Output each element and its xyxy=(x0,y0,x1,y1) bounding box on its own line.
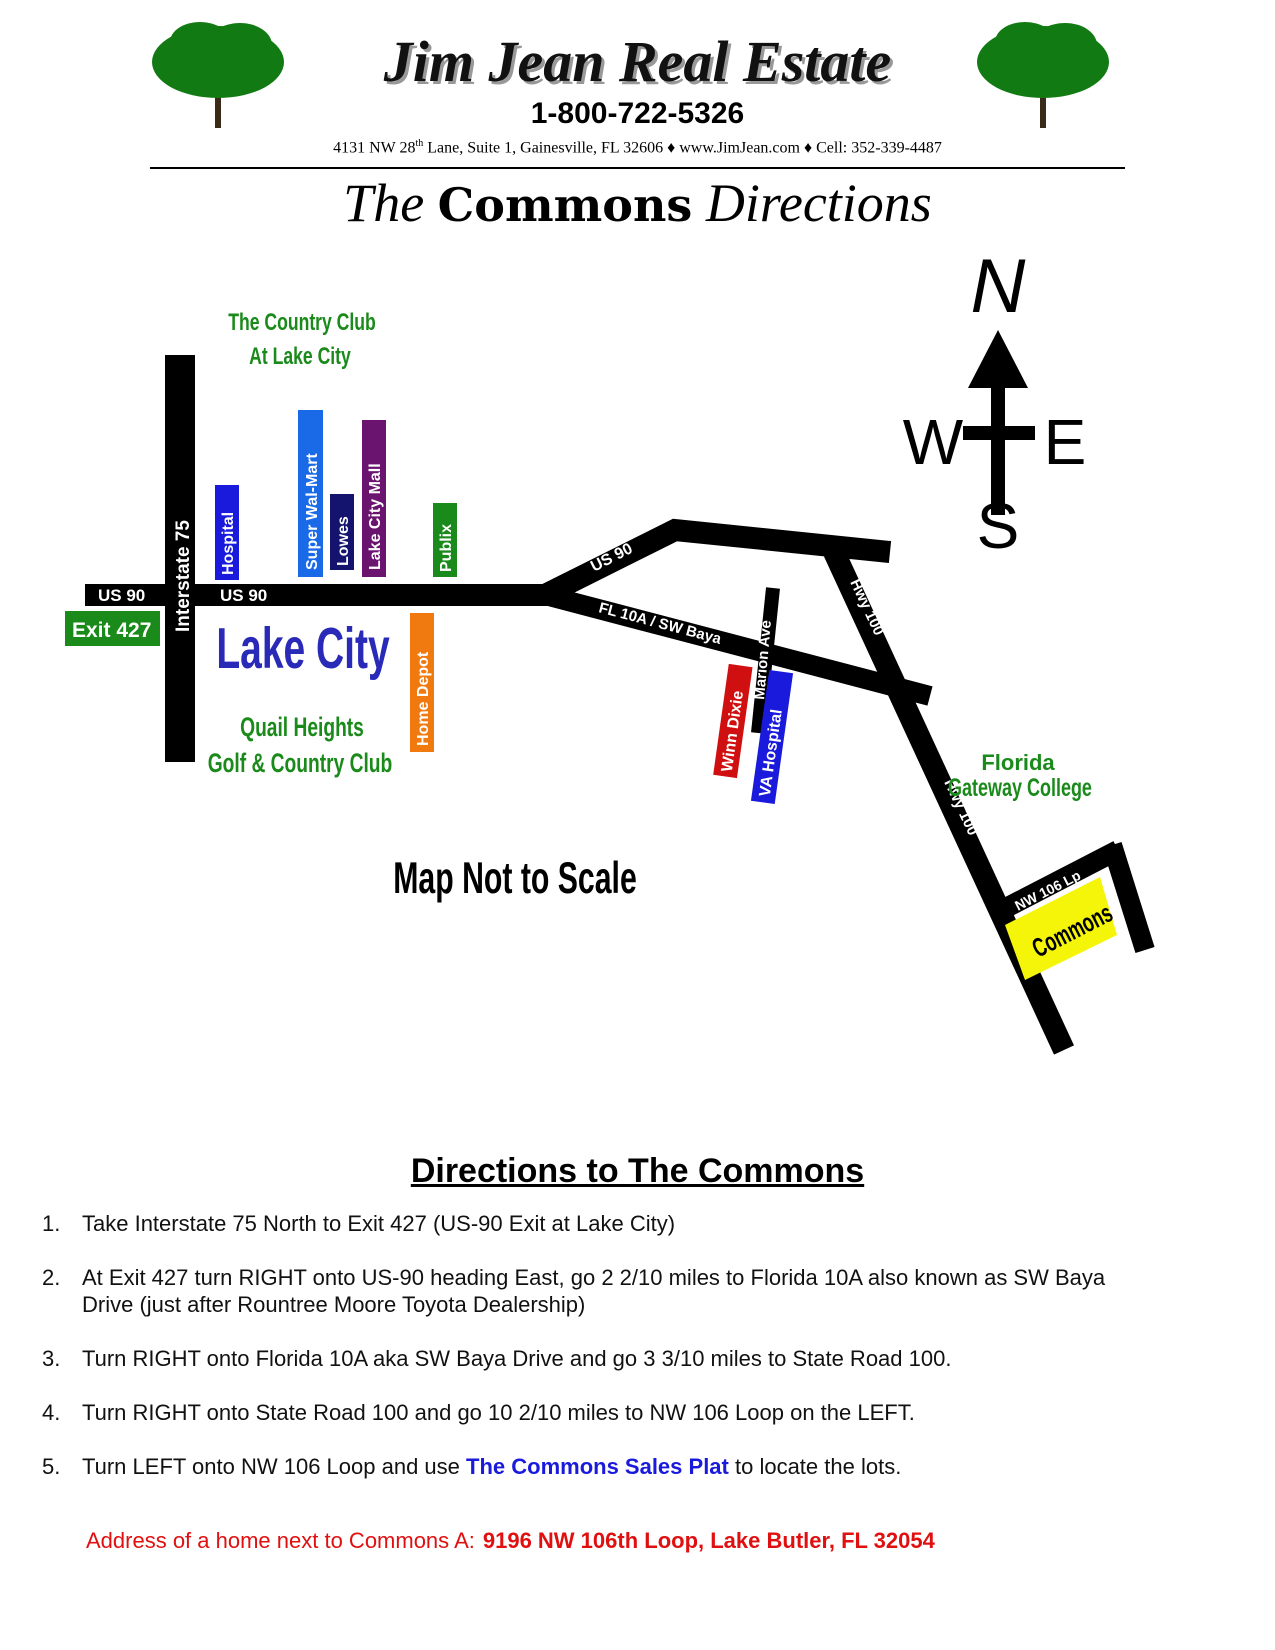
direction-step: 4. Turn RIGHT onto State Road 100 and go … xyxy=(42,1399,1152,1426)
lake-city-mall-label: Lake City Mall xyxy=(367,463,384,570)
nearby-address: Address of a home next to Commons A: 9196… xyxy=(86,1528,935,1554)
title-directions: Directions xyxy=(705,173,932,233)
compass-east: E xyxy=(1044,406,1087,478)
step-number: 4. xyxy=(42,1400,61,1425)
title-commons: Commons xyxy=(437,178,693,232)
us90-right-label: US 90 xyxy=(220,586,267,605)
fl10a-road xyxy=(542,585,933,706)
walmart-label: Super Wal-Mart xyxy=(304,453,321,570)
lake-city-label: Lake City xyxy=(216,618,390,681)
step-number: 5. xyxy=(42,1454,61,1479)
step-text: Turn RIGHT onto State Road 100 and go 10… xyxy=(82,1400,915,1425)
lowes-label: Lowes xyxy=(335,516,352,566)
sales-plat-link[interactable]: The Commons Sales Plat xyxy=(466,1454,729,1479)
marion-ave-road xyxy=(751,587,780,734)
home-depot-label: Home Depot xyxy=(415,651,432,746)
college-label-2: Gateway College xyxy=(948,773,1092,802)
step-number: 2. xyxy=(42,1265,61,1290)
step-text: Turn RIGHT onto Florida 10A aka SW Baya … xyxy=(82,1346,952,1371)
directions-heading: Directions to The Commons xyxy=(410,1152,865,1190)
direction-step: 1. Take Interstate 75 North to Exit 427 (… xyxy=(42,1210,1152,1237)
interstate-75-road xyxy=(165,355,195,762)
quail-heights-label-2: Golf & Country Club xyxy=(208,748,392,778)
direction-step: 3. Turn RIGHT onto Florida 10A aka SW Bay… xyxy=(42,1345,1152,1372)
company-address: 4131 NW 28th Lane, Suite 1, Gainesville,… xyxy=(0,138,1275,157)
step-text: Turn LEFT onto NW 106 Loop and use xyxy=(82,1454,467,1479)
country-club-label-2: At Lake City xyxy=(249,343,351,369)
interstate-75-label: Interstate 75 xyxy=(173,520,194,632)
country-club-label-1: The Country Club xyxy=(228,309,376,335)
publix-label: Publix xyxy=(438,524,455,572)
nw106-loop-road xyxy=(993,841,1155,953)
exit-427-label: Exit 427 xyxy=(72,619,151,642)
step-text: Take Interstate 75 North to Exit 427 (US… xyxy=(82,1211,676,1236)
step-text: At Exit 427 turn RIGHT onto US-90 headin… xyxy=(82,1265,1106,1317)
step-text-end: to locate the lots. xyxy=(728,1454,902,1479)
not-to-scale-note: Map Not to Scale xyxy=(393,855,637,904)
tree-logo-right xyxy=(977,22,1109,128)
direction-step: 5. Turn LEFT onto NW 106 Loop and use The… xyxy=(42,1453,1152,1480)
page-title: The Commons Directions xyxy=(0,172,1275,234)
exit-427-sign xyxy=(65,611,160,646)
compass-west: W xyxy=(903,406,964,478)
address-start: 4131 NW 28 xyxy=(333,139,416,157)
us90-upper-road xyxy=(540,518,892,605)
address-sup: th xyxy=(415,138,424,149)
step-number: 3. xyxy=(42,1346,61,1371)
header-divider xyxy=(150,167,1125,169)
step-number: 1. xyxy=(42,1211,61,1236)
address-rest: Lane, Suite 1, Gainesville, FL 32606 ♦ w… xyxy=(423,139,942,157)
commons-area xyxy=(1005,877,1117,980)
direction-step: 2. At Exit 427 turn RIGHT onto US-90 head… xyxy=(42,1264,1152,1318)
us90-left-label: US 90 xyxy=(98,586,145,605)
compass-south: S xyxy=(977,490,1020,562)
compass-rose-icon: N W E S xyxy=(903,244,1087,562)
college-label-1: Florida xyxy=(981,750,1055,775)
address-label: Address of a home next to Commons A: xyxy=(86,1528,475,1553)
quail-heights-label-1: Quail Heights xyxy=(240,712,364,742)
company-phone: 1-800-722-5326 xyxy=(530,97,745,130)
company-name: Jim Jean Real Estate xyxy=(383,29,892,94)
tree-logo-left xyxy=(152,22,284,128)
us90-road xyxy=(85,584,550,606)
compass-north: N xyxy=(971,244,1026,329)
address-value: 9196 NW 106th Loop, Lake Butler, FL 3205… xyxy=(482,1528,935,1553)
hospital-label: Hospital xyxy=(220,512,237,575)
title-the: The xyxy=(343,173,425,233)
